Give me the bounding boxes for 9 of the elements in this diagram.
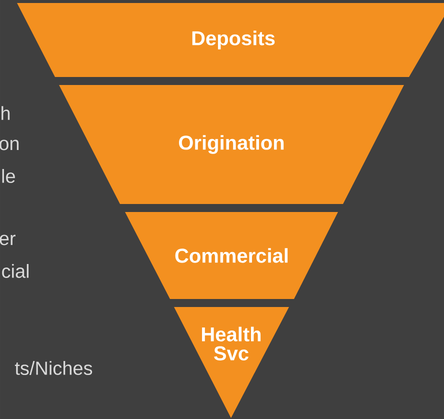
funnel-segment: Origination	[59, 84, 404, 204]
funnel-segment: Commercial	[125, 212, 338, 299]
list-text: le	[2, 169, 15, 183]
funnel-segment: Health Svc	[174, 306, 289, 418]
list-text: cial	[2, 264, 29, 278]
list-text: er	[0, 234, 16, 246]
funnel-segment: Deposits	[17, 3, 444, 77]
list-text: h	[2, 106, 10, 120]
list-text: ts/Niches	[14, 361, 92, 375]
